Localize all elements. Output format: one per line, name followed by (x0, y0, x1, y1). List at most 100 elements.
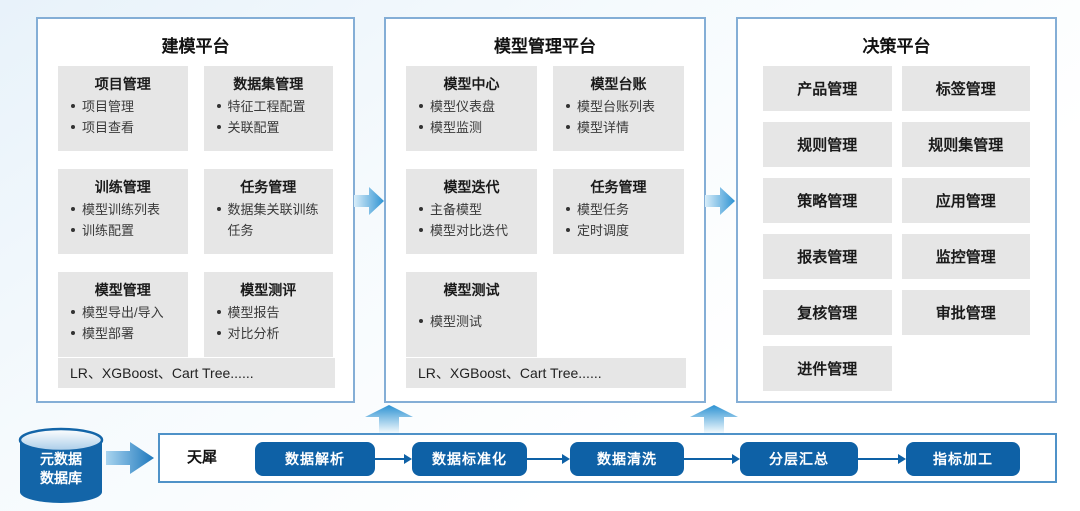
feature-card: 训练管理 模型训练列表 训练配置 (58, 169, 188, 254)
decision-module-box: 审批管理 (901, 290, 1030, 335)
list-item: 模型台账列表 (564, 96, 678, 117)
card-grid: 模型中心 模型仪表盘 模型监测 模型台账 模型台账列表 模型详情 模型迭代 主备… (386, 66, 704, 357)
box-grid: 产品管理 标签管理 规则管理 规则集管理 策略管理 应用管理 报表管理 监控管理… (738, 66, 1055, 391)
bullet-text: 对比分析 (227, 326, 280, 342)
decision-module-box: 规则管理 (763, 122, 892, 167)
bullet-text: 模型监测 (430, 120, 483, 136)
bullet-icon (71, 125, 75, 130)
bullet-icon (566, 125, 570, 130)
decision-module-box: 进件管理 (763, 346, 892, 391)
bullet-icon (216, 104, 221, 108)
bullet-text: 模型测试 (430, 314, 483, 329)
card-grid: 项目管理 项目管理 项目查看 数据集管理 特征工程配置 关联配置 训练管理 模型… (38, 66, 353, 357)
list-item: 模型测试 (417, 311, 531, 332)
bullet-text: 项目查看 (82, 120, 135, 136)
panel-title: 建模平台 (161, 37, 230, 56)
database-label-line1: 元数据 (40, 451, 82, 467)
list-item: 项目查看 (69, 117, 182, 138)
bullet-icon (419, 228, 423, 233)
bullet-text: 模型详情 (577, 120, 630, 136)
card-title: 模型迭代 (443, 179, 500, 195)
feature-card: 模型管理 模型导出/导入 模型部署 (58, 272, 188, 357)
feature-card: 任务管理 模型任务 定时调度 (553, 169, 684, 254)
bullet-text: 定时调度 (577, 223, 630, 239)
flow-arrow-up-icon (690, 405, 738, 433)
list-item: 特征工程配置 (215, 96, 328, 117)
bullet-icon (566, 228, 570, 233)
bullet-text: 模型台账列表 (577, 99, 656, 114)
bullet-text: 项目管理 (82, 99, 135, 114)
bullet-icon (216, 310, 221, 314)
bullet-icon (216, 207, 221, 211)
decision-module-box: 复核管理 (763, 290, 892, 335)
bullet-icon (216, 331, 221, 336)
bullet-icon (566, 104, 570, 108)
bullet-text: 模型部署 (82, 326, 135, 342)
list-item: 模型仪表盘 (417, 96, 531, 117)
pipeline-stage: 数据解析 (255, 442, 375, 476)
panel-modeling-platform: 建模平台 项目管理 项目管理 项目查看 数据集管理 特征工程配置 关联配置 训练… (36, 17, 355, 403)
bullet-icon (71, 207, 75, 211)
list-item: 模型任务 (564, 199, 678, 220)
stage-connector-icon (858, 454, 906, 464)
bullet-icon (419, 319, 423, 323)
card-title: 模型管理 (94, 282, 151, 298)
bullet-text: 关联配置 (227, 120, 280, 136)
bullet-icon (566, 207, 570, 211)
pipeline-stage: 数据标准化 (412, 442, 527, 476)
panel-title: 决策平台 (862, 37, 931, 56)
bullet-icon (419, 207, 423, 211)
decision-module-box: 产品管理 (763, 66, 892, 111)
database-label: 元数据 数据库 (17, 450, 105, 488)
panel-title: 模型管理平台 (494, 37, 596, 56)
panel-decision-platform: 决策平台 产品管理 标签管理 规则管理 规则集管理 策略管理 应用管理 报表管理… (736, 17, 1057, 403)
bullet-text: 模型仪表盘 (430, 99, 496, 114)
list-item: 模型监测 (417, 117, 531, 138)
feed-arrow-right-icon (106, 442, 154, 474)
list-item: 数据集关联训练任务 (215, 199, 328, 241)
bullet-icon (71, 331, 75, 336)
bullet-text: 模型导出/导入 (82, 305, 164, 320)
engine-label: 天犀 (186, 449, 217, 466)
feature-card: 模型测评 模型报告 对比分析 (203, 272, 333, 357)
list-item: 主备模型 (417, 199, 531, 220)
database-cylinder-icon (18, 427, 104, 503)
decision-module-box: 应用管理 (901, 178, 1030, 223)
pipeline-stage: 数据清洗 (570, 442, 684, 476)
card-title: 模型中心 (443, 76, 500, 92)
data-pipeline-box: 天犀 数据解析 数据标准化 数据清洗 分层汇总 指标加工 (158, 433, 1057, 483)
list-item: 定时调度 (564, 220, 678, 241)
flow-arrow-right-icon (354, 187, 384, 215)
feature-card: 项目管理 项目管理 项目查看 (58, 66, 188, 151)
pipeline-stage: 指标加工 (906, 442, 1020, 476)
card-title: 任务管理 (590, 179, 647, 195)
stage-connector-icon (527, 454, 570, 464)
bullet-text: 数据集关联训练任务 (227, 202, 319, 239)
metadata-database: 元数据 数据库 (17, 427, 105, 507)
card-title: 模型测试 (443, 282, 500, 298)
bullet-icon (419, 104, 423, 108)
stage-connector-icon (684, 454, 740, 464)
feature-card: 模型中心 模型仪表盘 模型监测 (406, 66, 537, 151)
bullet-text: 主备模型 (430, 202, 483, 217)
card-title: 任务管理 (240, 179, 297, 195)
decision-module-box: 策略管理 (763, 178, 892, 223)
bullet-icon (419, 125, 423, 130)
feature-card: 模型台账 模型台账列表 模型详情 (553, 66, 684, 151)
list-item: 模型训练列表 (69, 199, 182, 220)
algorithm-capability-bar: LR、XGBoost、Cart Tree...... (406, 358, 686, 388)
card-title: 模型测评 (240, 282, 297, 298)
decision-module-box: 监控管理 (901, 234, 1030, 279)
bullet-icon (216, 125, 221, 130)
list-item: 对比分析 (215, 323, 328, 344)
list-item: 模型报告 (215, 302, 328, 323)
bullet-text: 模型训练列表 (82, 202, 161, 217)
database-label-line2: 数据库 (40, 470, 82, 486)
decision-module-box: 标签管理 (901, 66, 1030, 111)
bullet-icon (71, 228, 75, 233)
panel-model-management-platform: 模型管理平台 模型中心 模型仪表盘 模型监测 模型台账 模型台账列表 模型详情 … (384, 17, 706, 403)
bullet-text: 训练配置 (82, 223, 135, 239)
list-item: 模型部署 (69, 323, 182, 344)
stage-connector-icon (375, 454, 412, 464)
